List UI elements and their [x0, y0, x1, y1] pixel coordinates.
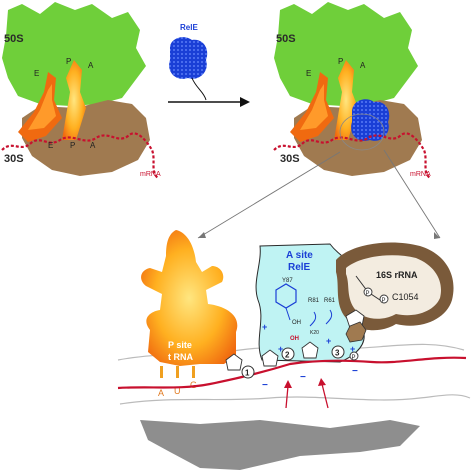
label-r61: R61 [324, 298, 336, 304]
site-a-bottom-left: A [90, 141, 96, 150]
phosphate-p1-label: P [366, 291, 370, 297]
site-e-bottom-left: E [48, 141, 53, 150]
label-c1054: C1054 [392, 292, 419, 302]
red-arrow-1 [285, 385, 289, 409]
y87-ring [275, 283, 297, 309]
mrna-detail [117, 356, 467, 390]
site-p-bottom-left: P [70, 141, 75, 150]
codon-u: U [174, 386, 181, 396]
phosphate-p1 [363, 287, 373, 297]
phosphate-p2 [379, 294, 389, 304]
label-a-site: A site [286, 250, 313, 261]
p-site-trna [141, 230, 238, 366]
label-oh-y87: OH [292, 320, 301, 326]
nucleotide-ring-3 [301, 341, 319, 359]
anticodon-leg-3 [192, 366, 195, 378]
phosphate-p3-label: P [352, 355, 356, 361]
reaction-arrow-head [240, 97, 250, 107]
codon-g: G [190, 380, 197, 390]
label-y87: Y87 [282, 278, 293, 284]
rele-to-arrow-line [191, 77, 207, 101]
nucleotide-3 [331, 345, 345, 359]
label-30s-left: 30S [4, 153, 24, 165]
trna-right-e [290, 72, 334, 142]
nucleotide-1 [241, 365, 255, 379]
label-mrna-left: mRNA [140, 171, 161, 178]
codon-a: A [158, 388, 164, 398]
label-oh-red: OH [290, 336, 299, 342]
phosphate-p3 [349, 351, 359, 361]
label-rele-free: RelE [180, 23, 198, 32]
label-30s-right: 30S [280, 153, 300, 165]
label-16s-rrna: 16S rRNA [376, 270, 418, 280]
charge-plus-3: + [326, 336, 331, 346]
phosphate-p2-label: P [382, 298, 386, 304]
platform-outline-lower [119, 394, 471, 405]
charge-plus-2: + [278, 344, 283, 354]
trna-left-p [62, 60, 86, 140]
anticodon-leg-1 [160, 366, 163, 378]
site-p-right: P [338, 57, 343, 66]
nucleotide-2-label: 2 [285, 351, 290, 360]
nucleotide-3-label: 3 [335, 349, 340, 358]
charge-minus-1: − [262, 380, 268, 391]
rele-protein-bound [351, 99, 390, 141]
rele-protein-free [169, 37, 208, 79]
charge-minus-3: − [352, 366, 358, 377]
c1054-base [345, 321, 367, 343]
site-e-right: E [306, 69, 311, 78]
large-subunit-left [2, 2, 146, 106]
nucleotide-2 [281, 347, 295, 361]
zoom-lines [197, 113, 441, 239]
label-trna: t RNA [168, 352, 193, 362]
ribosome-left: 50S 30S E P A E P A mRNA [1, 2, 161, 179]
charge-plus-4: + [350, 344, 355, 354]
trna-left-e [18, 72, 62, 142]
label-k20: K20 [310, 330, 319, 336]
charge-plus-1: + [262, 322, 267, 332]
site-a-right: A [360, 61, 366, 70]
small-subunit-body-detail [140, 420, 420, 470]
label-50s-right: 50S [276, 33, 296, 45]
site-e-top-left: E [34, 69, 39, 78]
anticodon-leg-2 [176, 366, 179, 378]
site-a-top-left: A [88, 61, 94, 70]
rrna-16s-inner [346, 255, 441, 319]
label-mrna-right: mRNA [410, 171, 431, 178]
ribosome-right: 50S 30S E P A mRNA [273, 2, 431, 179]
red-arrow-2 [321, 383, 329, 409]
charge-minus-2: − [300, 372, 306, 383]
label-50s-left: 50S [4, 33, 24, 45]
label-rele-bound: RelE [288, 262, 311, 273]
label-r81: R81 [308, 298, 320, 304]
rele-free: RelE [168, 23, 250, 107]
detail-panel: A site RelE 16S rRNA C1054 P P Y87 OH R8… [117, 230, 471, 470]
nucleotide-ring-2 [261, 349, 279, 367]
nucleotide-1-label: 1 [245, 369, 250, 378]
nucleotide-ring-0 [225, 353, 243, 371]
large-subunit-right [274, 2, 418, 106]
label-p-site: P site [168, 340, 192, 350]
site-p-top-left: P [66, 57, 71, 66]
